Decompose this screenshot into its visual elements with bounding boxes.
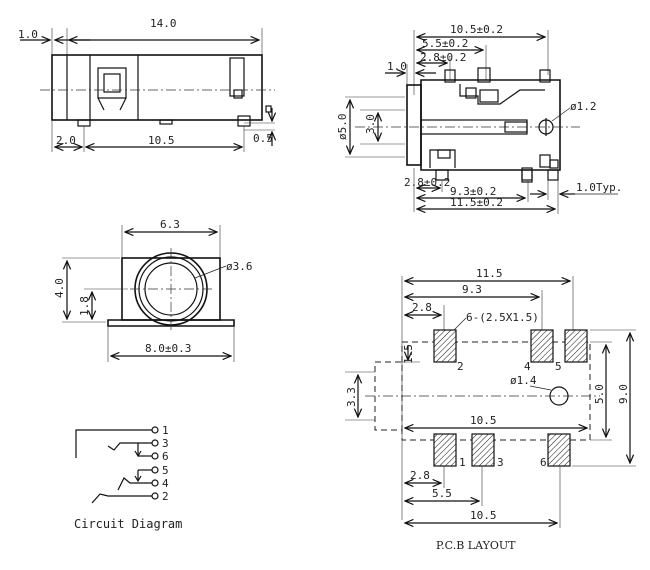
dim-height-4-0: 4.0: [53, 278, 66, 298]
circuit-pin-5: 5: [162, 464, 169, 477]
front-view: 6.3 ø3.6 4.0 1.8 8.0±0.3: [53, 218, 253, 362]
dim-11-5: 11.5±0.2: [450, 196, 503, 209]
pcb-layout: 11.5 9.3 2.8 6-(2.5X1.5) 1.5 2 4 5 1 3 6: [345, 267, 636, 552]
circuit-pin-2: 2: [162, 490, 169, 503]
pcb-dim-10-5-bottom: 10.5: [470, 509, 497, 522]
circuit-pin-1: 1: [162, 424, 169, 437]
dim-2-8-bottom: 2.8±0.2: [404, 176, 450, 189]
pad-label-1: 1: [459, 456, 466, 469]
dim-10-5: 10.5±0.2: [450, 23, 503, 36]
dim-flange: 1.0: [18, 28, 38, 41]
dim-phi-3-6: ø3.6: [226, 260, 253, 273]
pcb-dim-2-8-top: 2.8: [412, 301, 432, 314]
circuit-pin-4: 4: [162, 477, 169, 490]
side-view: 14.0 1.0 2.0 10.5: [18, 17, 275, 152]
dim-pin: 0.5: [253, 132, 273, 145]
pad-4: [530, 329, 554, 363]
pad-note: 6-(2.5X1.5): [466, 311, 539, 324]
pcb-dim-9-3: 9.3: [462, 283, 482, 296]
pad-6: [547, 433, 571, 467]
pad-label-2: 2: [457, 360, 464, 373]
pcb-dim-phi-1-4: ø1.4: [510, 374, 537, 387]
pcb-dim-5-5: 5.5: [432, 487, 452, 500]
pcb-dim-5-0: 5.0: [593, 384, 606, 404]
dim-phi-1-2: ø1.2: [570, 100, 597, 113]
dim-left: 2.0: [56, 134, 76, 147]
dim-2-8-top: 2.8±0.2: [420, 51, 466, 64]
pcb-caption: P.C.B LAYOUT: [436, 539, 516, 552]
pad-label-5: 5: [555, 360, 562, 373]
dim-body: 10.5: [148, 134, 175, 147]
pcb-dim-11-5: 11.5: [476, 267, 503, 280]
pad-label-6: 6: [540, 456, 547, 469]
pad-label-3: 3: [497, 456, 504, 469]
mounting-hole: [549, 386, 569, 406]
dim-1-0-typ: 1.0Typ.: [576, 181, 622, 194]
dim-9-3: 9.3±0.2: [450, 185, 496, 198]
pad-5: [564, 329, 588, 363]
pad-3: [471, 433, 495, 467]
section-view: 10.5±0.2 5.5±0.2 2.8±0.2 1.0: [336, 23, 622, 214]
circuit-diagram: 1 3 6 5 4 2 Circuit Diagram: [74, 424, 182, 531]
dim-width-6-3: 6.3: [160, 218, 180, 231]
pcb-dim-10-5-mid: 10.5: [470, 414, 497, 427]
pcb-dim-3-3: 3.3: [345, 387, 358, 407]
dim-phi-5-0: ø5.0: [336, 114, 349, 141]
dim-1-0: 1.0: [387, 60, 407, 73]
dim-overall-length: 14.0: [150, 17, 177, 30]
pad-1: [433, 433, 457, 467]
dim-center-1-8: 1.8: [78, 296, 91, 316]
pcb-dim-9-0: 9.0: [617, 384, 630, 404]
pcb-dim-1-5: 1.5: [402, 344, 415, 364]
circuit-caption: Circuit Diagram: [74, 517, 182, 531]
dim-5-5: 5.5±0.2: [422, 37, 468, 50]
pad-label-4: 4: [524, 360, 531, 373]
pcb-dim-2-8-bottom: 2.8: [410, 469, 430, 482]
dim-3-0: 3.0: [364, 114, 377, 134]
circuit-pin-6: 6: [162, 450, 169, 463]
pad-2: [433, 329, 457, 363]
dim-base-8-0: 8.0±0.3: [145, 342, 191, 355]
circuit-pin-3: 3: [162, 437, 169, 450]
